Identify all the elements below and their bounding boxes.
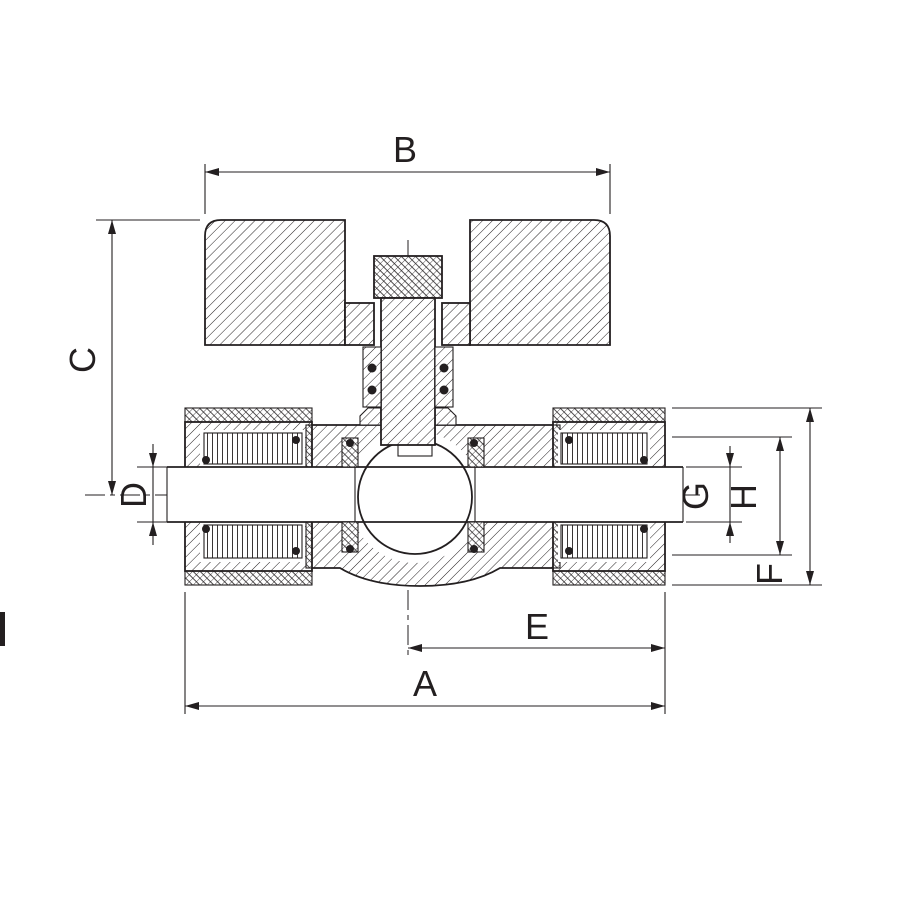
oring-seals bbox=[202, 436, 648, 555]
butterfly-handle bbox=[204, 219, 611, 346]
dimension-E: E bbox=[408, 606, 665, 652]
dimension-C: C bbox=[62, 219, 200, 495]
dimension-B: B bbox=[204, 129, 611, 214]
compression-springs bbox=[200, 430, 650, 562]
dimension-label-h: H bbox=[723, 484, 764, 510]
left-edge-artifact bbox=[0, 612, 5, 646]
dimension-label-e: E bbox=[525, 606, 549, 647]
dimension-F: F bbox=[672, 407, 822, 586]
dimension-D: D bbox=[113, 444, 167, 545]
dimension-label-a: A bbox=[413, 663, 437, 704]
dimension-G: G bbox=[675, 446, 742, 543]
dimension-A: A bbox=[184, 592, 666, 714]
dimension-label-f: F bbox=[749, 563, 790, 585]
dimension-label-c: C bbox=[62, 347, 103, 373]
dimension-label-b: B bbox=[393, 129, 417, 170]
dimension-label-g: G bbox=[675, 482, 716, 510]
dimension-label-d: D bbox=[113, 482, 154, 508]
bore bbox=[166, 466, 684, 523]
stem bbox=[362, 255, 454, 446]
